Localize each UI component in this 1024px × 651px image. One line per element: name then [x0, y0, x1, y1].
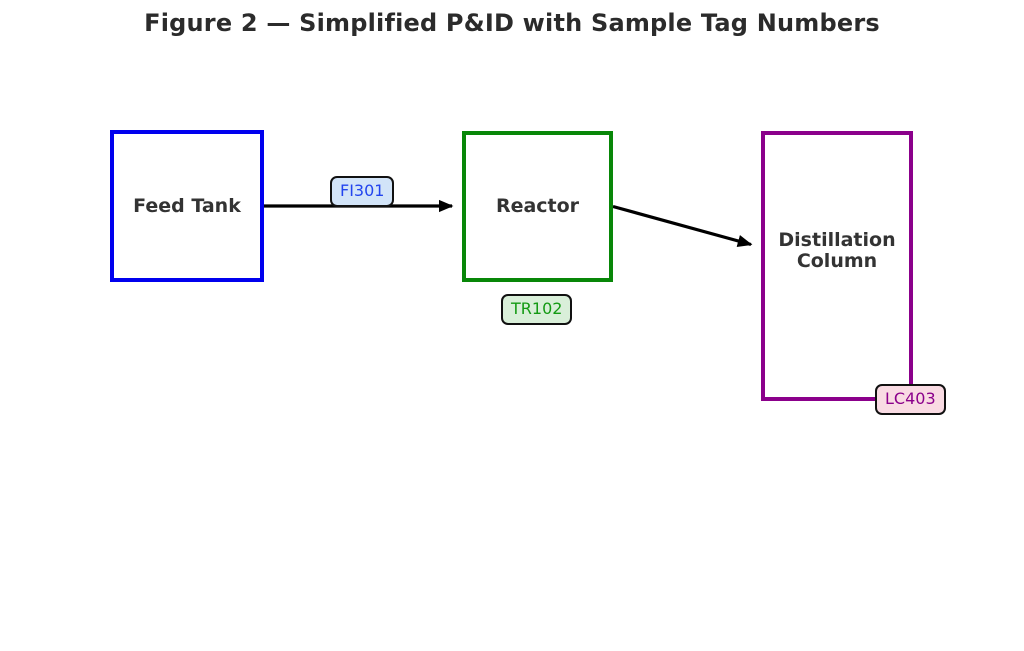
node-feed-tank-label: Feed Tank [133, 194, 241, 217]
node-reactor-label: Reactor [495, 195, 580, 217]
node-reactor: Reactor [462, 131, 613, 282]
tag-fi301: FI301 [330, 176, 395, 207]
figure-title: Figure 2 — Simplified P&ID with Sample T… [144, 9, 880, 37]
node-feed-tank: Feed Tank [110, 130, 264, 282]
node-distillation-column: Distillation Column [761, 131, 913, 401]
arrow-reactor-to-column [612, 204, 753, 247]
tag-lc403: LC403 [875, 384, 946, 415]
node-distillation-column-label: Distillation Column [778, 229, 896, 272]
tag-tr102: TR102 [501, 294, 573, 325]
